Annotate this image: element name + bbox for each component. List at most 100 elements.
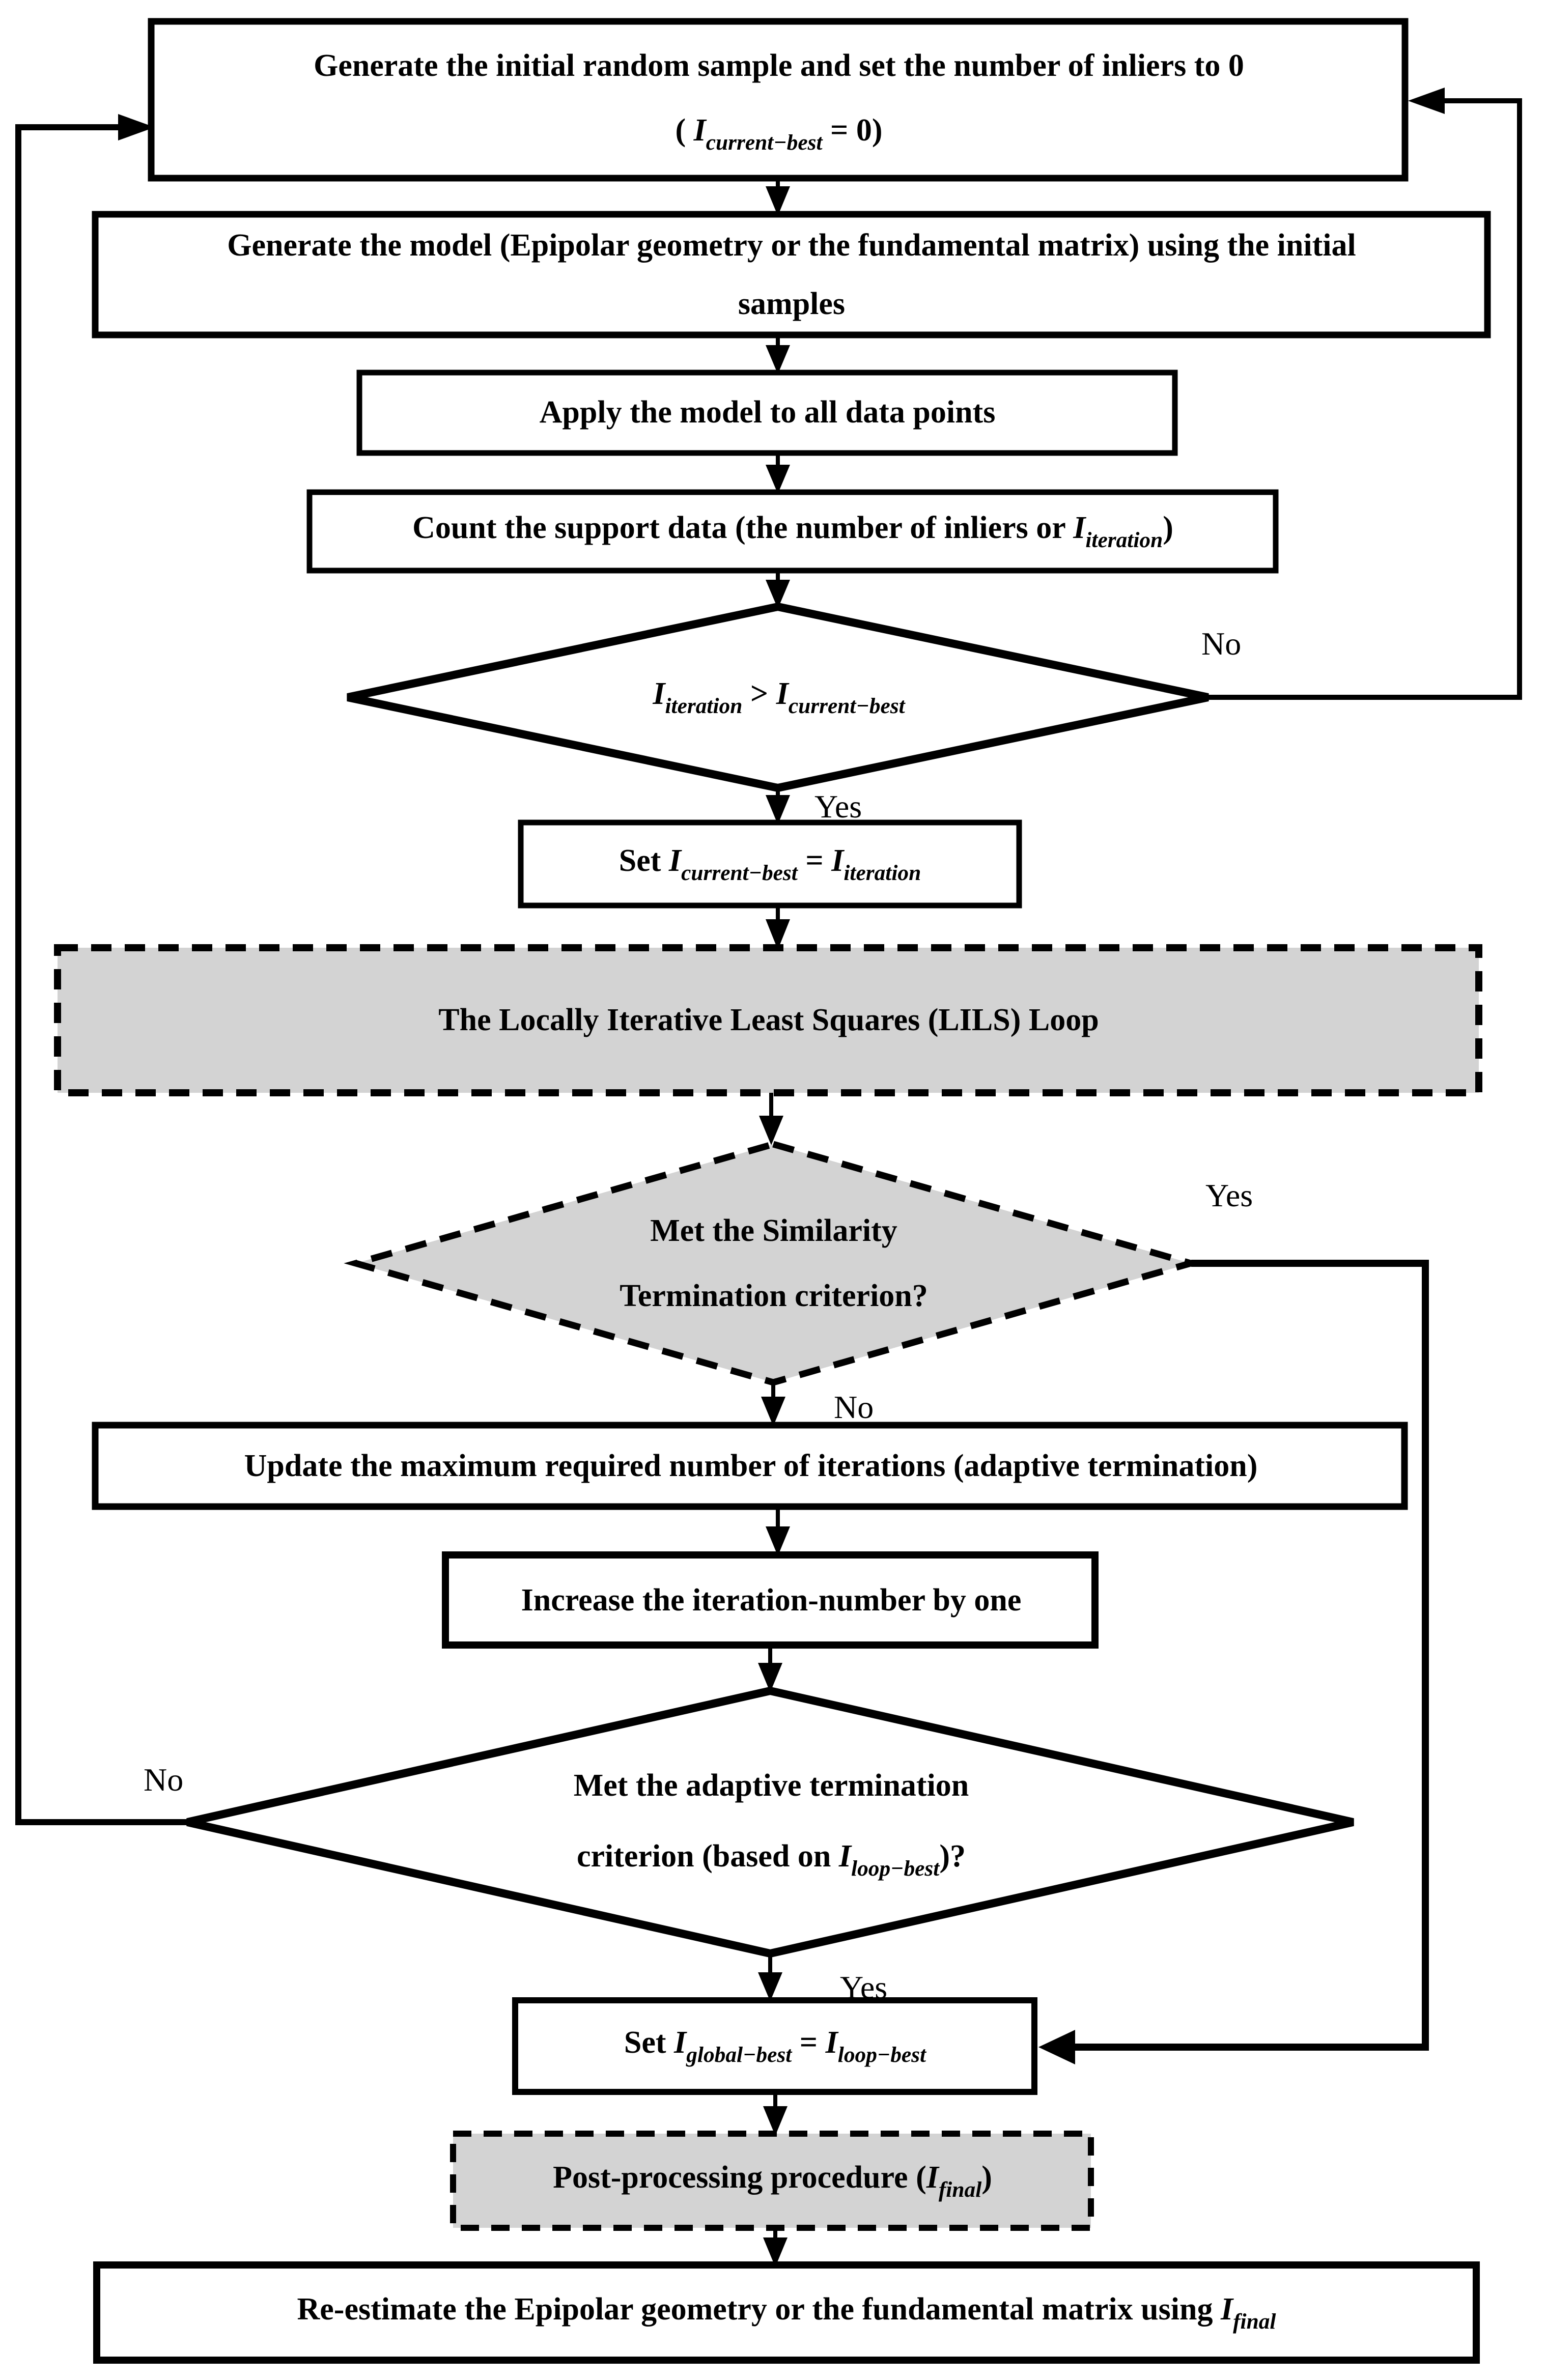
count-line: Count the support data (the number of in…: [412, 508, 1173, 554]
math-var: I: [776, 676, 789, 712]
arrowhead: [766, 1526, 790, 1556]
text: Met the Similarity: [650, 1213, 897, 1249]
label-yes-adaptive: Yes: [840, 1969, 888, 2005]
node-generate-model-text: Generate the model (Epipolar geometry or…: [107, 223, 1476, 327]
math-var: I: [831, 843, 844, 878]
diamond-adaptive-decision: [186, 1686, 1354, 1958]
text: =: [792, 2025, 826, 2060]
text: Re-estimate the Epipolar geometry or the…: [297, 2292, 1221, 2327]
node-lils-loop-text: The Locally Iterative Least Squares (LIL…: [66, 957, 1471, 1084]
text: Post-processing procedure (: [553, 2160, 926, 2195]
node-post-processing-text: Post-processing procedure (Ifinal): [461, 2140, 1084, 2222]
math-sub: loop−best: [837, 2043, 926, 2067]
math-var: I: [1073, 511, 1086, 546]
math-var: I: [693, 113, 706, 148]
node-increase-iteration-text: Increase the iteration-number by one: [456, 1564, 1087, 1637]
arrowhead: [766, 465, 790, 494]
text: The Locally Iterative Least Squares (LIL…: [438, 1003, 1099, 1038]
yes-similarity-arrowhead: [1038, 2030, 1075, 2064]
text: samples: [738, 287, 846, 321]
text: criterion (based on: [576, 1839, 839, 1874]
decision-inliers-line: Iiteration > Icurrent−best: [653, 674, 905, 720]
box-count-support: [306, 489, 1279, 574]
text: =: [797, 843, 832, 878]
text: )?: [939, 1839, 966, 1874]
math-var: I: [653, 676, 665, 712]
post-processing-line: Post-processing procedure (Ifinal): [553, 2158, 992, 2203]
set-current-line: Set Icurrent−best = Iiteration: [619, 841, 921, 887]
arrowhead: [766, 580, 790, 609]
node-set-current-best-text: Set Icurrent−best = Iiteration: [529, 830, 1010, 898]
diamond-similarity-decision: [344, 1141, 1203, 1386]
arrowhead: [758, 1663, 782, 1692]
label-no-similarity: No: [834, 1389, 874, 1425]
math-sub: iteration: [1085, 528, 1163, 553]
box-set-global-best: [512, 1997, 1037, 2095]
math-sub: global−best: [686, 2043, 792, 2067]
box-generate-model: [92, 211, 1491, 338]
text: ): [981, 2160, 992, 2195]
text: = 0): [822, 113, 883, 148]
arrowhead: [761, 1397, 785, 1426]
text: >: [742, 676, 776, 712]
math-sub: final: [938, 2177, 982, 2202]
math-sub: current−best: [681, 860, 798, 885]
label-no-inliers: No: [1201, 626, 1242, 662]
box-lils-loop: [54, 944, 1482, 1096]
node-decision-inliers-text: Iiteration > Icurrent−best: [356, 613, 1201, 781]
arrowhead: [763, 2237, 788, 2267]
box-post-processing: [450, 2131, 1094, 2231]
math-var: I: [668, 843, 682, 878]
set-global-line: Set Iglobal−best = Iloop−best: [624, 2023, 926, 2069]
math-sub: current−best: [788, 694, 905, 719]
label-yes-similarity: Yes: [1205, 1177, 1253, 1213]
math-var: I: [1220, 2292, 1233, 2327]
start-line1: Generate the initial random sample and s…: [314, 34, 1244, 98]
node-decision-adaptive-text: Met the adaptive termination criterion (…: [265, 1710, 1278, 1934]
arrowhead: [766, 186, 790, 216]
math-sub: current−best: [706, 130, 823, 155]
no-feedback-left-arrowhead: [118, 114, 155, 140]
start-line2: ( Icurrent−best = 0): [675, 98, 882, 165]
box-increase-iteration: [442, 1551, 1099, 1649]
text: (: [675, 113, 694, 148]
node-set-global-best-text: Set Iglobal−best = Iloop−best: [524, 2008, 1026, 2084]
decision-adaptive-line2: criterion (based on Iloop−best)?: [577, 1821, 966, 1894]
arrowhead: [758, 1972, 782, 2001]
label-yes-inliers: Yes: [814, 788, 862, 825]
no-feedback-right-arrowhead: [1408, 88, 1445, 114]
math-var: I: [838, 1839, 852, 1874]
box-reestimate: [93, 2261, 1480, 2364]
text: Met the adaptive termination: [573, 1768, 969, 1803]
no-feedback-left-line: [15, 124, 187, 1825]
box-apply-model: [356, 370, 1178, 456]
text: Update the maximum required number of it…: [244, 1449, 1258, 1484]
arrowhead: [766, 345, 790, 374]
text: Increase the iteration-number by one: [521, 1582, 1022, 1618]
node-reestimate-text: Re-estimate the Epipolar geometry or the…: [107, 2273, 1466, 2353]
text: Apply the model to all data points: [539, 395, 996, 430]
arrowhead: [766, 795, 790, 825]
node-decision-similarity-text: Met the Similarity Termination criterion…: [367, 1155, 1181, 1372]
arrowhead: [759, 1116, 783, 1145]
math-var: I: [825, 2025, 838, 2060]
arrowhead: [766, 919, 790, 950]
no-feedback-right-line: [1208, 98, 1522, 700]
node-apply-model-text: Apply the model to all data points: [367, 379, 1168, 446]
reestimate-line: Re-estimate the Epipolar geometry or the…: [297, 2290, 1276, 2335]
box-start: [148, 18, 1409, 182]
text: Set: [619, 843, 669, 878]
text: Set: [624, 2025, 674, 2060]
diamond-inliers-decision: [347, 602, 1209, 792]
label-no-adaptive: No: [144, 1762, 184, 1798]
text: Count the support data (the number of in…: [412, 511, 1074, 546]
node-start-text: Generate the initial random sample and s…: [163, 31, 1395, 169]
box-set-current-best: [518, 819, 1022, 909]
arrowhead: [763, 2106, 788, 2136]
node-count-support-text: Count the support data (the number of in…: [318, 499, 1268, 564]
text: Generate the initial random sample and s…: [314, 48, 1244, 83]
yes-similarity-line: [1074, 1260, 1429, 2051]
text: Termination criterion?: [620, 1278, 928, 1313]
